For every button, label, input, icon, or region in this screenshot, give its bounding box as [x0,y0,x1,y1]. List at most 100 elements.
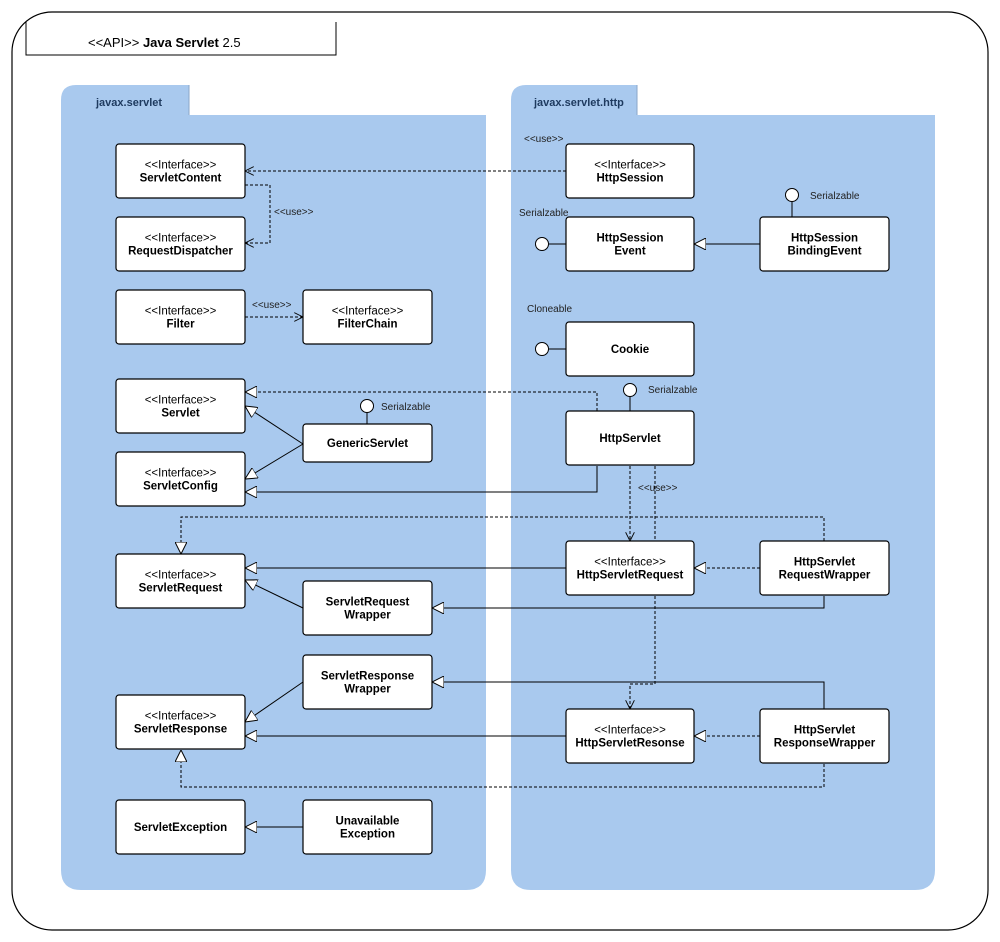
class-node-servlet[interactable]: <<Interface>>Servlet [115,378,246,434]
class-box[interactable] [302,423,433,463]
class-name: Servlet [161,408,200,420]
class-stereotype: <<Interface>> [145,233,217,245]
class-name: RequestDispatcher [128,246,233,258]
class-box[interactable] [565,216,695,272]
edge-response-wrapper-servletresponsewrapper [432,682,825,709]
class-box[interactable] [565,143,695,199]
class-box[interactable] [115,378,246,434]
class-node-request-dispatcher[interactable]: <<Interface>>RequestDispatcher [115,216,246,272]
package-tab [511,85,637,115]
title-tab: <<API>> Java Servlet 2.5 [25,22,337,56]
class-name: ServletConfig [143,481,218,493]
class-name: RequestWrapper [779,570,871,582]
class-name: Event [614,246,645,258]
nodes: <<Interface>>ServletContent <<Interface>>… [115,143,890,855]
class-stereotype: <<Interface>> [332,306,404,318]
class-box[interactable] [565,540,695,596]
class-box[interactable] [302,289,433,345]
class-box[interactable] [115,799,246,855]
interface-label-serializable: Serialzable [648,385,698,396]
edge-use-servletcontent-dispatcher [245,184,271,243]
interface-label-serializable: Serialzable [381,402,431,413]
class-name: Wrapper [344,684,391,696]
class-name: BindingEvent [787,246,861,258]
class-node-filter[interactable]: <<Interface>>Filter [115,289,246,345]
class-stereotype: <<Interface>> [594,557,666,569]
use-label: <<use>> [638,483,678,494]
interface-lollipop [535,342,549,356]
edge-generalization-generic-config [245,443,304,479]
class-name: ServletResponse [134,724,227,736]
class-box[interactable] [302,580,433,636]
interface-lollipop [785,188,799,202]
class-name: HttpServletResonse [575,738,684,750]
class-node-cookie[interactable]: Cookie [565,321,695,377]
class-node-servlet-request[interactable]: <<Interface>>ServletRequest [115,553,246,609]
interface-label-serializable: Serialzable [519,208,569,219]
edge-response-wrapper-servletresponse [181,750,825,788]
edge-httpservlet-servlet [245,392,598,411]
class-box[interactable] [115,289,246,345]
interface-label-serializable: Serialzable [810,191,860,202]
class-node-http-servlet-request[interactable]: <<Interface>>HttpServletRequest [565,540,695,596]
class-name: HttpSession [791,233,858,245]
use-label: <<use>> [252,300,292,311]
class-box[interactable] [115,451,246,507]
class-name: HttpSession [596,173,663,185]
class-box[interactable] [565,708,695,764]
class-stereotype: <<Interface>> [145,711,217,723]
edge-responsewrapper-servletresponse [245,681,304,722]
edge-requestwrapper-servletrequest [245,580,304,609]
class-stereotype: <<Interface>> [145,570,217,582]
class-box[interactable] [115,143,246,199]
class-box[interactable] [115,216,246,272]
class-box[interactable] [759,216,890,272]
class-box[interactable] [302,799,433,855]
edge-labels: <<use>> <<use>> <<use>> <<use>> Serialza… [252,134,860,494]
interface-label-cloneable: Cloneable [527,304,572,315]
class-stereotype: <<Interface>> [594,725,666,737]
class-box[interactable] [115,694,246,750]
package-javax-servlet-http: javax.servlet.http [511,85,935,890]
class-node-generic-servlet[interactable]: GenericServlet [302,423,433,463]
edge-httpservlet-servletconfig [245,466,598,492]
interface-lollipop [623,383,637,397]
class-name: HttpServlet [794,725,856,737]
class-name: HttpServlet [599,433,661,445]
class-box[interactable] [115,553,246,609]
class-stereotype: <<Interface>> [145,468,217,480]
class-stereotype: <<Interface>> [145,306,217,318]
class-name: Cookie [611,344,649,356]
class-name: HttpSession [596,233,663,245]
class-box[interactable] [302,654,433,710]
class-node-servlet-response[interactable]: <<Interface>>ServletResponse [115,694,246,750]
package-label: javax.servlet [95,97,162,109]
class-box[interactable] [759,540,890,596]
edges [181,171,825,827]
use-label: <<use>> [274,207,314,218]
use-label: <<use>> [524,134,564,145]
class-name: ServletRequest [139,583,223,595]
class-name: ServletRequest [326,597,410,609]
class-box[interactable] [565,410,695,466]
class-node-servlet-config[interactable]: <<Interface>>ServletConfig [115,451,246,507]
class-node-http-session[interactable]: <<Interface>>HttpSession [565,143,695,199]
class-name: HttpServlet [794,557,856,569]
class-box[interactable] [759,708,890,764]
class-node-http-servlet-resonse[interactable]: <<Interface>>HttpServletResonse [565,708,695,764]
class-node-servlet-content[interactable]: <<Interface>>ServletContent [115,143,246,199]
class-box[interactable] [565,321,695,377]
class-node-http-servlet[interactable]: HttpServlet [565,410,695,466]
package-tab [61,85,189,115]
class-node-servlet-exception[interactable]: ServletException [115,799,246,855]
edge-request-wrapper-servletrequestwrapper [432,596,825,608]
class-node-filter-chain[interactable]: <<Interface>>FilterChain [302,289,433,345]
